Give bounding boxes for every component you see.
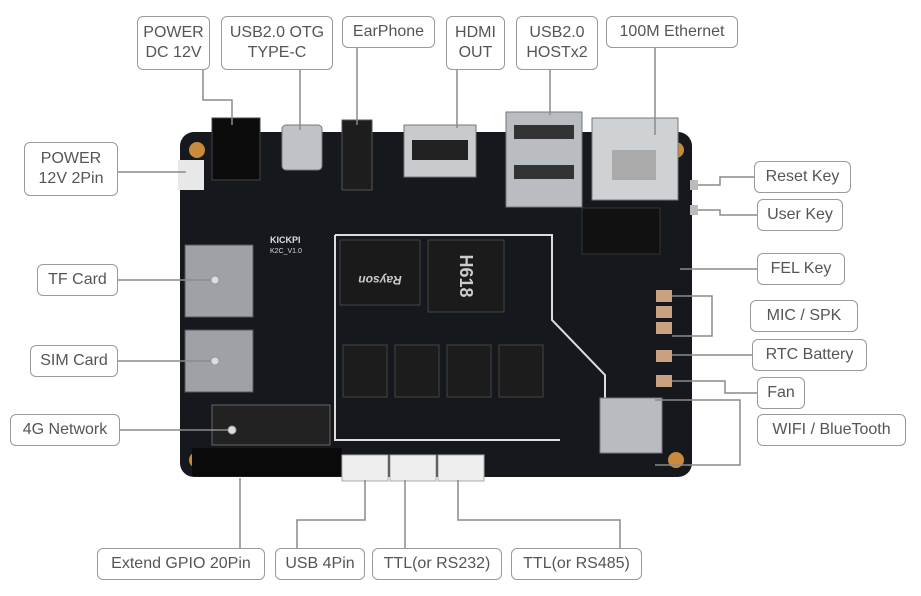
- label-ttl-rs485: TTL(or RS485): [511, 548, 642, 580]
- label-power-dc: POWER DC 12V: [137, 16, 210, 70]
- label-reset-key: Reset Key: [754, 161, 851, 193]
- soc-label: H618: [456, 254, 476, 297]
- mount-hole: [189, 142, 205, 158]
- usb-c-port: [281, 124, 323, 171]
- earphone-jack: [341, 119, 373, 191]
- label-line: HOSTx2: [526, 44, 588, 61]
- ethernet-transformer: [581, 207, 661, 255]
- label-rtc-battery: RTC Battery: [752, 339, 867, 371]
- emmc-chip: [339, 239, 421, 306]
- label-line: USB2.0 OTG: [229, 24, 325, 41]
- label-gpio: Extend GPIO 20Pin: [97, 548, 265, 580]
- minipcie-slot: [211, 404, 331, 446]
- label-line: POWER: [143, 24, 204, 41]
- mount-hole: [668, 452, 684, 468]
- label-tf-card: TF Card: [37, 264, 118, 296]
- label-mic-spk: MIC / SPK: [750, 300, 858, 332]
- power-2pin-connector: [178, 160, 204, 190]
- label-fel-key: FEL Key: [757, 253, 845, 285]
- label-ttl-rs232: TTL(or RS232): [372, 548, 502, 580]
- power-jack: [211, 117, 261, 181]
- label-line: TYPE-C: [247, 44, 307, 61]
- memory-brand-label: Rayson: [358, 273, 401, 287]
- side-connectors: [656, 290, 672, 387]
- label-line: 12V 2Pin: [38, 170, 104, 187]
- label-wifi-bt: WIFI / BlueTooth: [757, 414, 906, 446]
- label-earphone: EarPhone: [342, 16, 435, 48]
- user-button: [690, 205, 698, 215]
- wifi-module: [599, 397, 663, 454]
- label-fan: Fan: [757, 377, 805, 409]
- label-4g-network: 4G Network: [10, 414, 120, 446]
- gpio-header: [192, 448, 342, 476]
- usb-4pin-connector: [341, 454, 389, 482]
- label-hdmi: HDMI OUT: [446, 16, 505, 70]
- rs485-connector: [437, 454, 485, 482]
- model-label: K2C_V1.0: [270, 248, 302, 255]
- label-line: OUT: [458, 44, 493, 61]
- ram-chips: [342, 344, 544, 398]
- soc-chip: [427, 239, 505, 313]
- label-usb-4pin: USB 4Pin: [275, 548, 365, 580]
- label-line: POWER: [40, 150, 102, 167]
- label-user-key: User Key: [757, 199, 843, 231]
- label-sim-card: SIM Card: [30, 345, 118, 377]
- leader-lines: [118, 48, 757, 548]
- label-line: USB2.0: [529, 24, 585, 41]
- label-ethernet: 100M Ethernet: [606, 16, 738, 48]
- brand-label: KICKPI: [270, 235, 301, 245]
- label-usb-otg: USB2.0 OTG TYPE-C: [221, 16, 333, 70]
- label-line: HDMI: [455, 24, 496, 41]
- label-line: DC 12V: [145, 44, 202, 61]
- rs232-connector: [389, 454, 437, 482]
- label-power-2pin: POWER 12V 2Pin: [24, 142, 118, 196]
- reset-button: [690, 180, 698, 190]
